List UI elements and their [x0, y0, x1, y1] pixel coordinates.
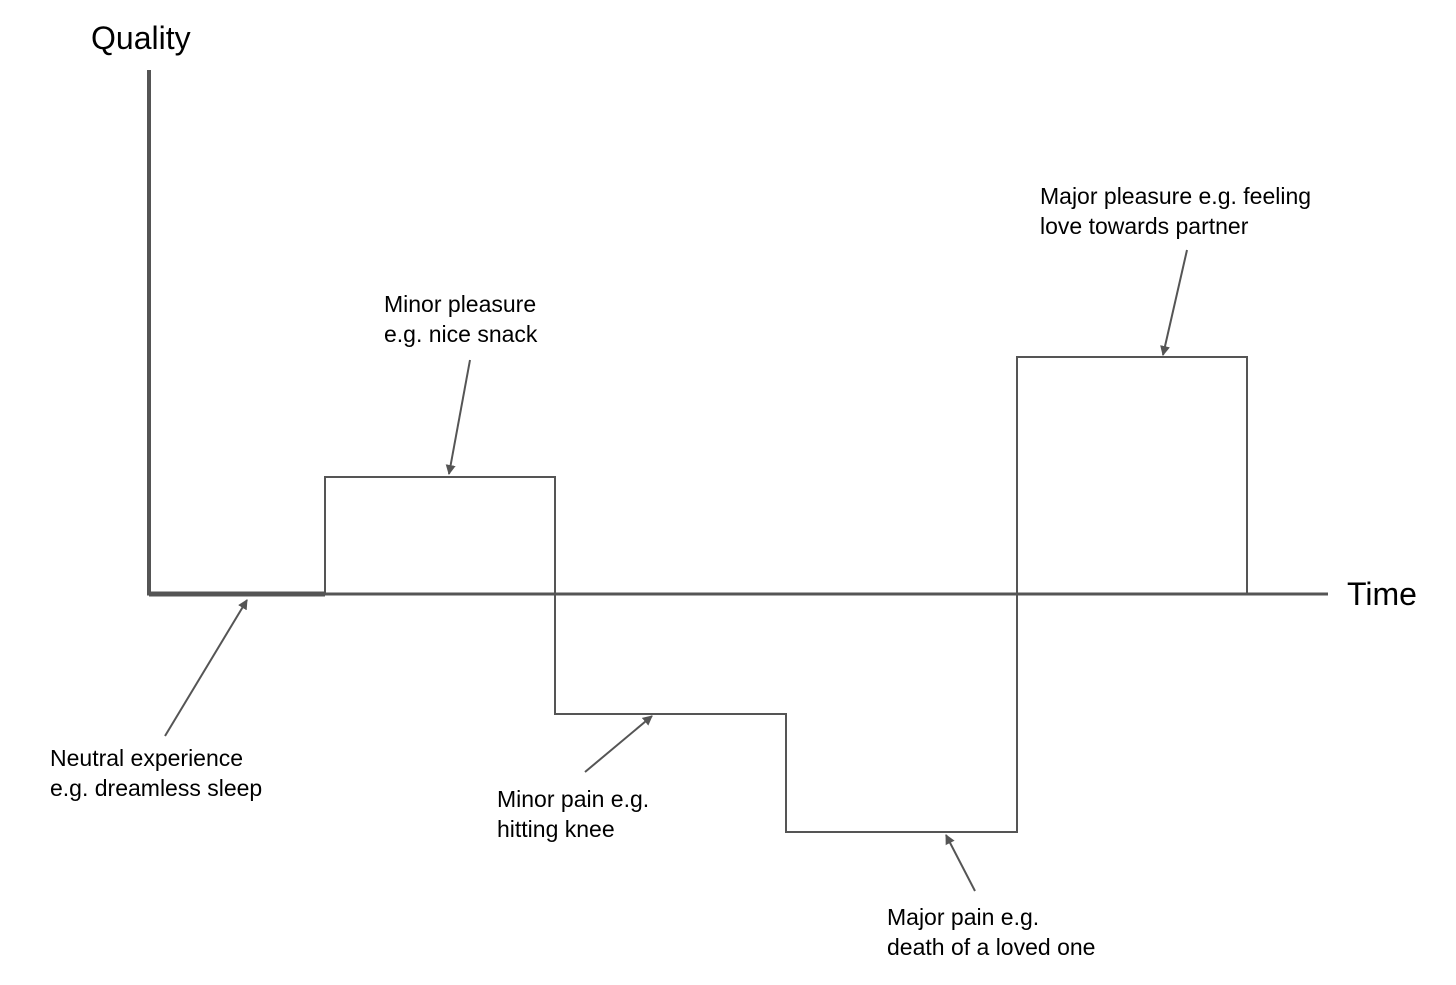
major-pain-annotation: Major pain e.g. death of a loved one — [887, 904, 1095, 960]
minor-pain-arrow — [584, 715, 653, 773]
minor-pleasure-annotation: Minor pleasure e.g. nice snack — [384, 291, 543, 347]
major-pain-arrow — [945, 834, 976, 892]
minor-pleasure-arrow — [445, 359, 471, 475]
x-axis-label: Time — [1347, 576, 1417, 612]
major-pleasure-arrow — [1160, 249, 1188, 356]
minor-pain-annotation: Minor pain e.g. hitting knee — [497, 786, 656, 842]
neutral-arrow — [164, 599, 248, 737]
experience-step-line — [324, 356, 1248, 833]
y-axis-label: Quality — [91, 20, 191, 56]
neutral-annotation: Neutral experience e.g. dreamless sleep — [50, 745, 262, 801]
major-pleasure-annotation: Major pleasure e.g. feeling love towards… — [1040, 183, 1317, 239]
